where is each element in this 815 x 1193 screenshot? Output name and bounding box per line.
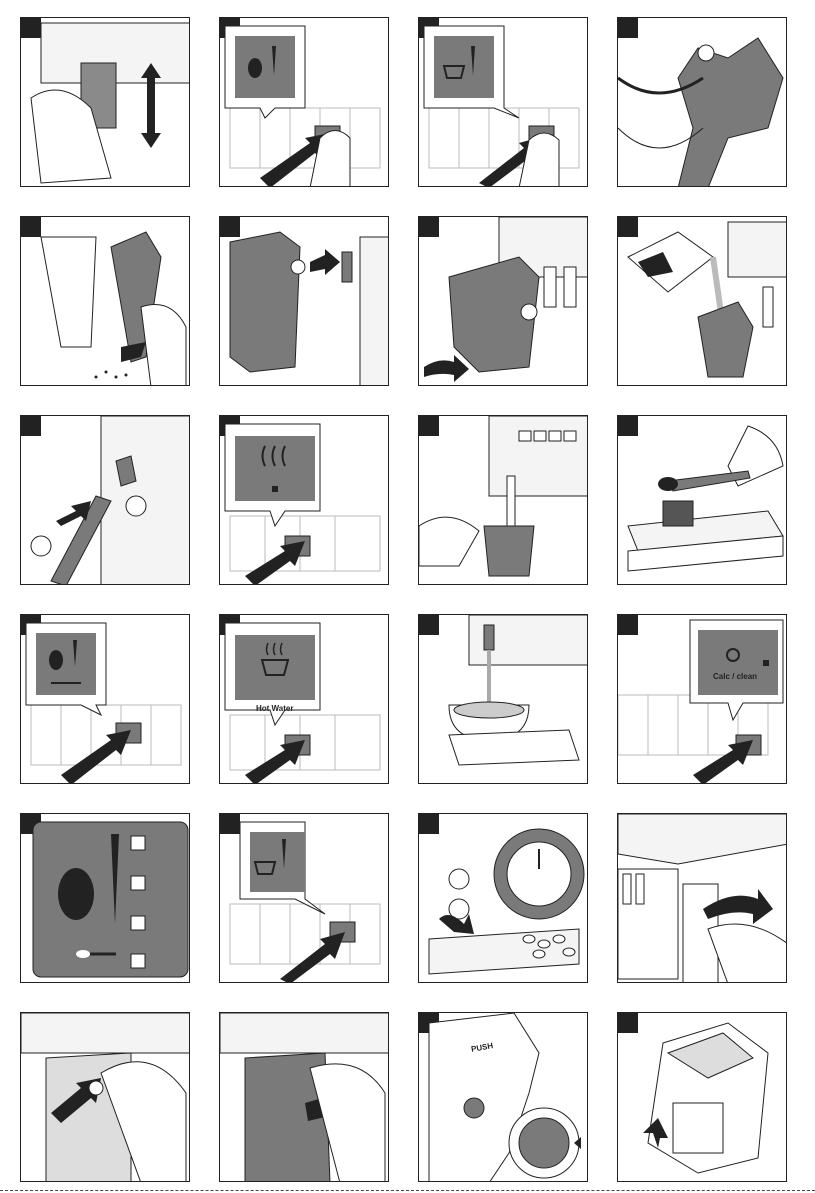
illustration-push-button xyxy=(419,1013,588,1182)
panel-attach-milk-container xyxy=(219,216,389,386)
illustration-milk-container-attached xyxy=(419,217,588,386)
illustration-insert-tube xyxy=(21,416,190,585)
illustration-strength-button xyxy=(220,18,389,187)
panel-dispense-water xyxy=(418,614,588,784)
page-cut-line xyxy=(0,1190,815,1191)
panel-open-service-door xyxy=(617,813,787,983)
panel-push-button: PUSH xyxy=(418,1012,588,1182)
panel-froth-milk xyxy=(418,415,588,585)
panel-insert-tube xyxy=(20,415,190,585)
illustration-dispense-water xyxy=(419,615,588,784)
illustration-ground-coffee-select xyxy=(21,615,190,784)
illustration-quantity-select xyxy=(220,814,389,983)
panel-brew-group xyxy=(617,1012,787,1182)
illustration-brew-group xyxy=(618,1013,787,1182)
panel-quantity-select xyxy=(219,813,389,983)
panel-pull-brew-group xyxy=(219,1012,389,1182)
ground-coffee-icon xyxy=(36,633,96,695)
illustration-pour-milk xyxy=(618,217,787,386)
panel-remove-brew-group xyxy=(20,1012,190,1182)
calc-clean-label: Calc / clean xyxy=(713,672,757,681)
illustration-milk-tube xyxy=(618,18,787,187)
illustration-calc-clean-button xyxy=(618,615,787,784)
panel-milk-container-clean xyxy=(20,216,190,386)
illustration-remove-brew-group xyxy=(21,1013,190,1182)
panel-ground-coffee-symbol xyxy=(20,813,190,983)
illustration-ground-coffee-symbol xyxy=(21,814,190,983)
illustration-froth-milk xyxy=(419,416,588,585)
panel-ground-coffee-select xyxy=(20,614,190,784)
panel-ground-coffee xyxy=(617,415,787,585)
illustration-open-service-door xyxy=(618,814,787,983)
panel-strength-button xyxy=(219,17,389,187)
illustration-adjust-spout xyxy=(21,18,190,187)
panel-grinder-knob xyxy=(418,813,588,983)
panel-hot-water-button: Hot Water xyxy=(219,614,389,784)
illustration-attach-milk-container xyxy=(220,217,389,386)
illustration-ground-coffee xyxy=(618,416,787,585)
illustration-hot-water-button xyxy=(220,615,389,784)
hot-water-label: Hot Water xyxy=(256,704,293,713)
panel-milk-tube xyxy=(617,17,787,187)
panel-milk-container-attached xyxy=(418,216,588,386)
coffee-strength-icon xyxy=(235,36,295,98)
panel-calc-clean-button: Calc / clean xyxy=(617,614,787,784)
illustration-quantity-button xyxy=(419,18,588,187)
panel-quantity-button xyxy=(418,17,588,187)
illustration-milk-container-clean xyxy=(21,217,190,386)
illustration-pull-brew-group xyxy=(220,1013,389,1182)
illustration-steam-button xyxy=(220,416,389,585)
panel-adjust-spout xyxy=(20,17,190,187)
illustration-grinder-knob xyxy=(419,814,588,983)
panel-pour-milk xyxy=(617,216,787,386)
panel-steam-button xyxy=(219,415,389,585)
